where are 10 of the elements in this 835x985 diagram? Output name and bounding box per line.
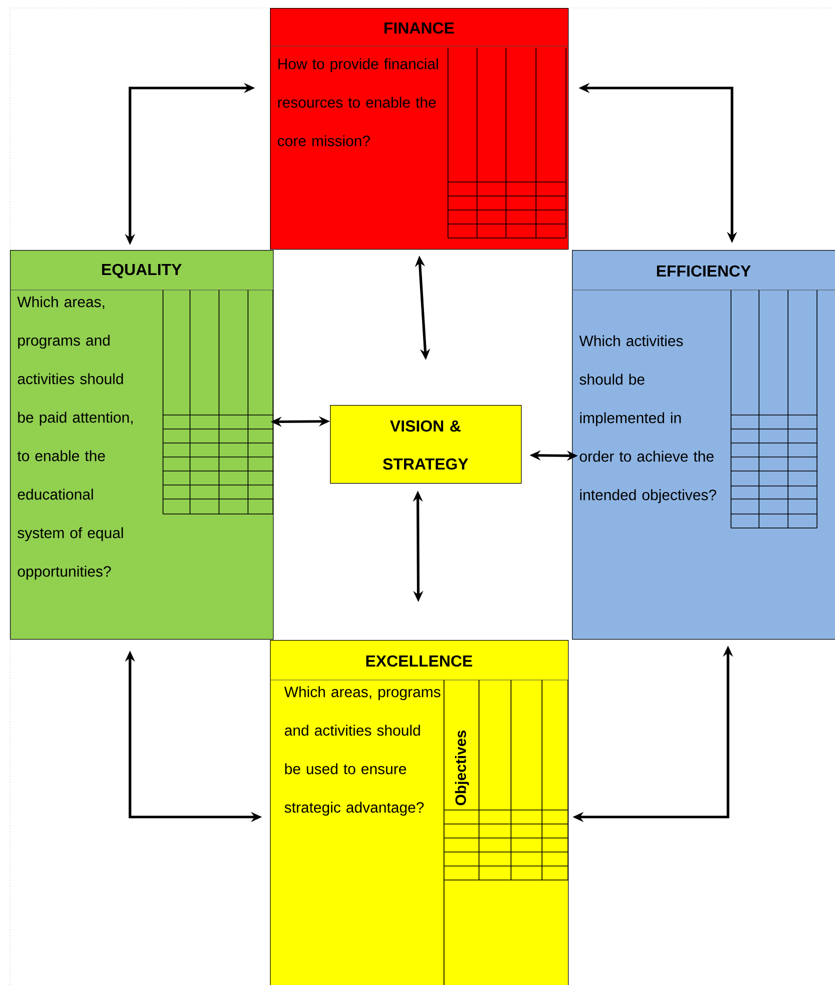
question-text: Which activities should be implemented in order to achieve the intended objectives? bbox=[579, 335, 716, 504]
panel-heading: FINANCE bbox=[384, 22, 454, 34]
column-heading: Objectives bbox=[455, 730, 469, 806]
question-text: Which areas, programs and activities should be used to ensure strategic advantage? bbox=[284, 686, 440, 816]
panel-heading: EXCELLENCE bbox=[366, 655, 472, 667]
question-text: Which areas, programs and activities should be paid attention, to enable the educational system of equal opportunities? bbox=[17, 296, 133, 580]
panel-heading: EFFICIENCY bbox=[657, 265, 751, 277]
panel-title: VISION & STRATEGY bbox=[383, 420, 468, 470]
question-text: How to provide financial resources to enable the core mission? bbox=[278, 58, 438, 146]
panel-heading: EQUALITY bbox=[102, 264, 182, 278]
